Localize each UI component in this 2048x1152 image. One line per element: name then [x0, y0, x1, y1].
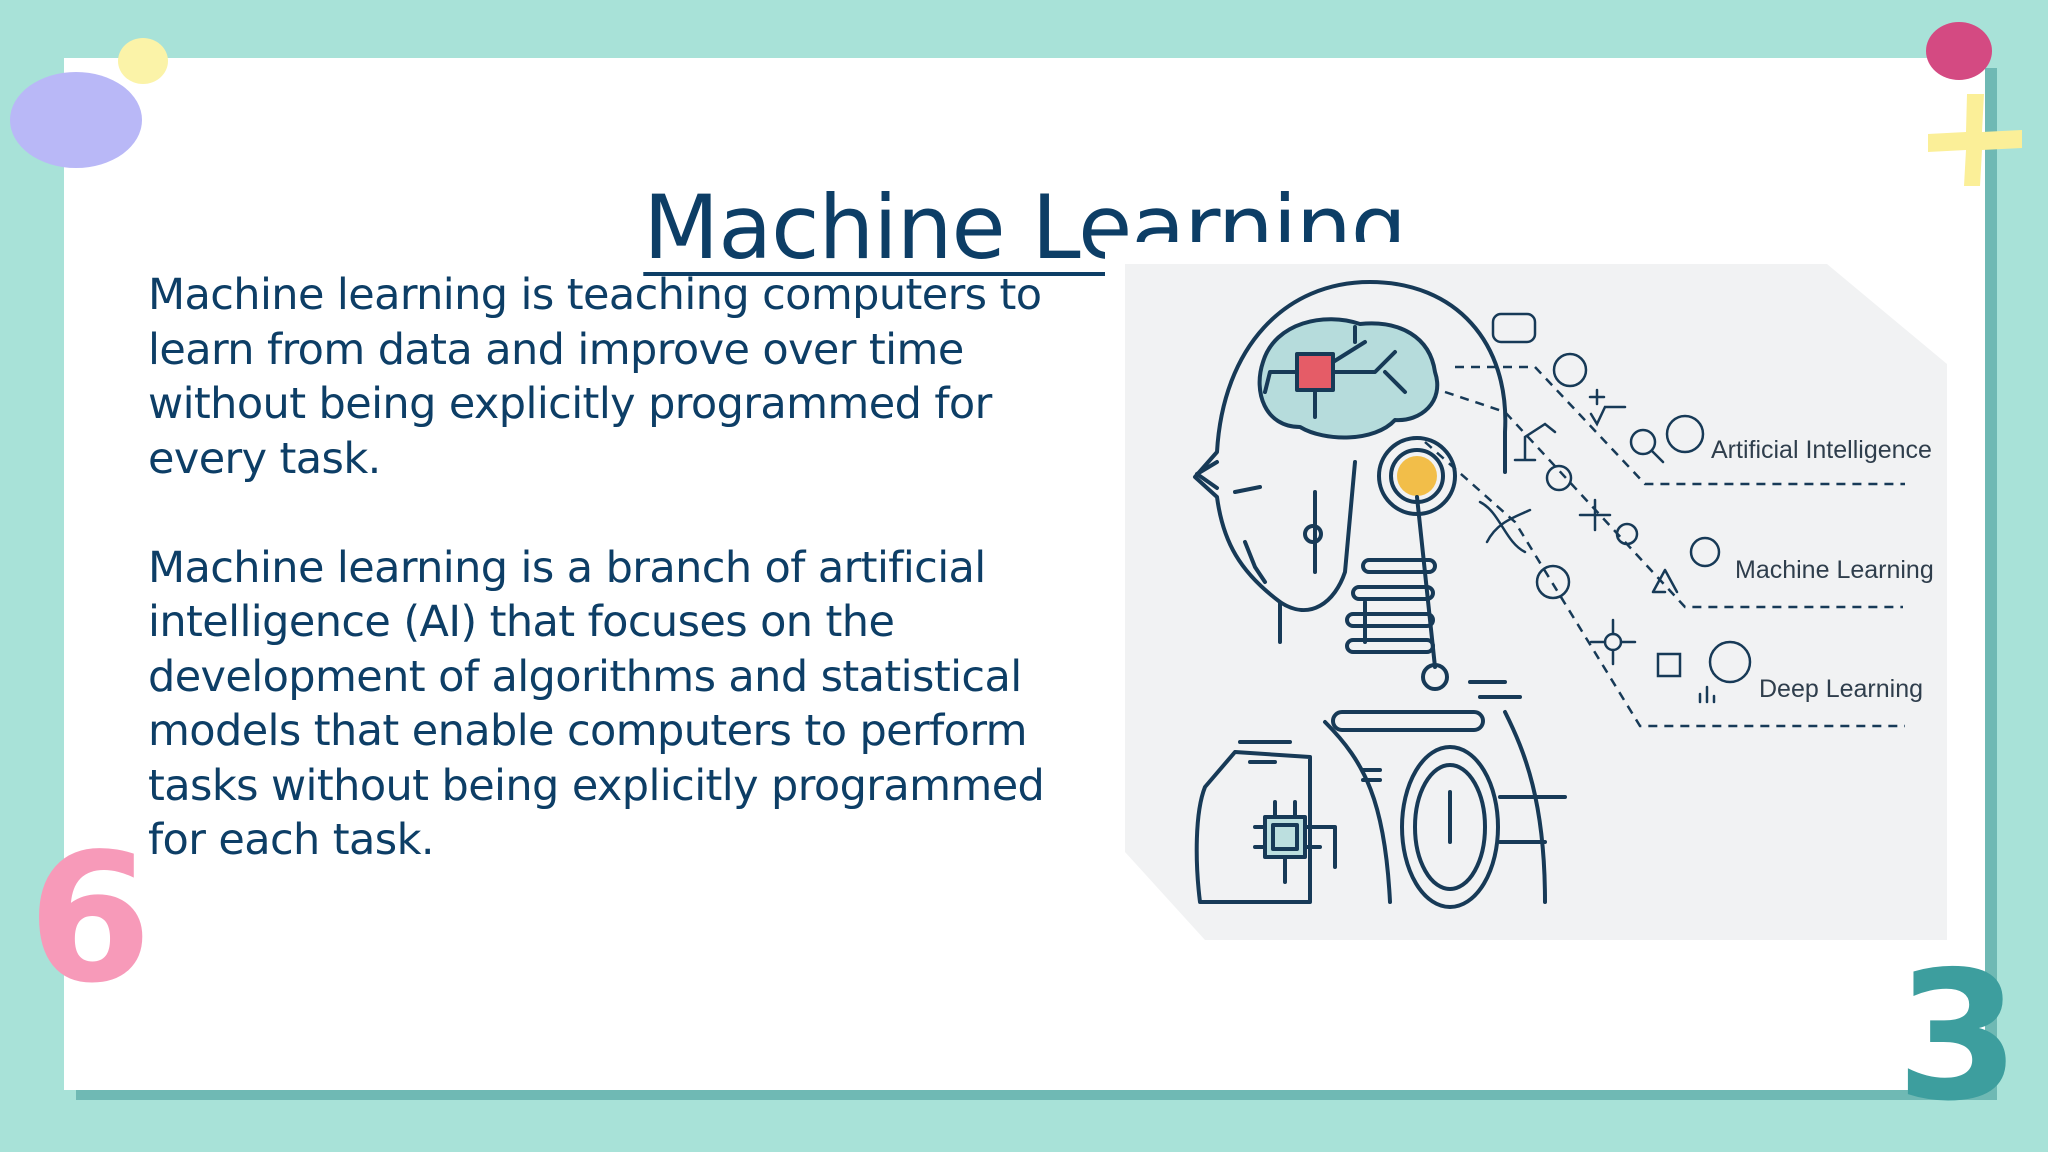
paragraph-2: Machine learning is a branch of artifici…: [148, 542, 1045, 866]
number-six-decoration: 6: [28, 815, 152, 1022]
figure-label-ml: Machine Learning: [1735, 556, 1934, 584]
network-icon: [1651, 568, 1679, 594]
chip-small-icon: [1656, 652, 1682, 678]
ml-illustration: Artificial Intelligence Machine Learning…: [1105, 242, 1965, 960]
sqrt-icon: [1589, 405, 1627, 427]
purple-blob-decoration: [10, 72, 142, 168]
paragraph-1: Machine learning is teaching computers t…: [148, 270, 1042, 484]
bar-chart-icon: [1698, 685, 1716, 704]
chat-icon: [1491, 312, 1537, 344]
circle-icon: [1615, 522, 1639, 546]
number-three-decoration: 3: [1896, 933, 2020, 1140]
ai-head-icon: [1665, 414, 1705, 454]
dl-head-icon: [1708, 640, 1752, 684]
figure-label-dl: Deep Learning: [1759, 675, 1923, 703]
robot-head-icon: [1193, 280, 1567, 909]
gear-icon: [1545, 464, 1573, 492]
figure-label-ai: Artificial Intelligence: [1711, 436, 1932, 464]
plus-icon: [1588, 388, 1606, 406]
yellow-plus-decoration: [1928, 94, 2022, 186]
search-icon: [1629, 428, 1657, 456]
pink-dot-decoration: [1926, 22, 1992, 80]
robot-arm-icon: [1513, 422, 1557, 462]
brain-small-icon: [1552, 352, 1588, 388]
fingerprint-icon: [1535, 564, 1571, 600]
slide-body: Machine learning is teaching computers t…: [148, 268, 1088, 868]
plus-big-icon: [1578, 498, 1612, 532]
ml-bulb-icon: [1689, 536, 1721, 568]
yellow-dot-decoration: [118, 38, 168, 84]
dna-icon: [1478, 500, 1532, 554]
